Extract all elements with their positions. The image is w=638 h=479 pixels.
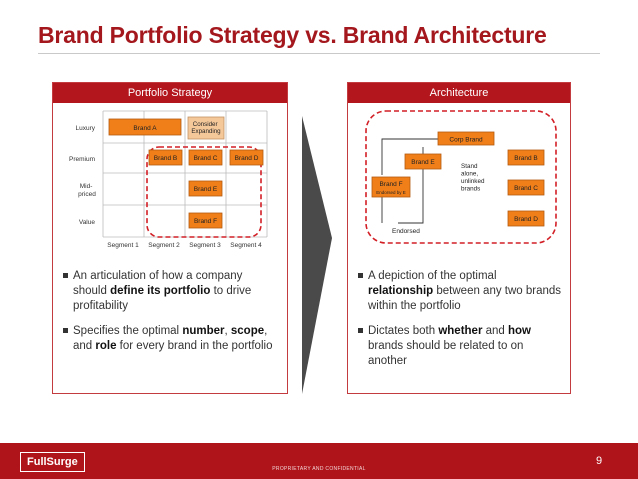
bullet-text: Specifies the optimal <box>73 325 183 337</box>
portfolio-strategy-panel: Portfolio Strategy Luxury Premium Mid- <box>52 82 288 394</box>
bullet-bold-text: define its portfolio <box>110 285 211 297</box>
bullet-text: , and <box>73 325 268 352</box>
bullet-text: brands should be related to on another <box>368 340 524 367</box>
bullet-text: to drive profitability <box>73 285 252 312</box>
portfolio-bullet-2: Specifies the optimal number, scope, and… <box>63 324 279 354</box>
bullet-square-icon <box>358 328 363 333</box>
architecture-svg: Corp Brand Brand E Brand F Endorsed by E… <box>365 110 557 244</box>
bullet-text: An articulation of how a company should <box>73 270 243 297</box>
architecture-bullet-2: Dictates both whether and how brands sho… <box>358 324 562 369</box>
bullet-square-icon <box>63 273 68 278</box>
architecture-connectors <box>381 138 438 224</box>
brand-d-label: Brand D <box>235 155 259 162</box>
brand-b-box <box>148 149 183 166</box>
bullet-text: A depiction of the optimal <box>368 270 497 282</box>
stand-alone-label: Stand alone, unlinked brands <box>461 163 486 193</box>
bullet-text: and <box>482 325 508 337</box>
title-divider <box>38 53 600 54</box>
bullet-square-icon <box>358 273 363 278</box>
col-label-segment-1: Segment 1 <box>107 242 139 249</box>
confidential-note: PROPRIETARY AND CONFIDENTIAL <box>272 466 366 472</box>
arch-brand-e-box <box>404 153 442 170</box>
row-label-premium: Premium <box>69 156 95 163</box>
bullet-bold-text: scope <box>230 325 265 337</box>
arch-brand-b-label: Brand B <box>514 155 538 162</box>
row-label-luxury: Luxury <box>75 125 95 132</box>
arch-brand-d-box <box>507 210 545 227</box>
portfolio-grid-svg: Luxury Premium Mid- priced Value Segment… <box>69 110 268 249</box>
page-title: Brand Portfolio Strategy vs. Brand Archi… <box>38 22 547 48</box>
bullet-text: Dictates both <box>368 325 439 337</box>
stand-alone-line1: Stand <box>461 163 478 170</box>
architecture-outline <box>365 110 557 244</box>
brand-c-label: Brand C <box>194 155 218 162</box>
portfolio-strategy-header: Portfolio Strategy <box>53 83 287 103</box>
brand-f-box <box>188 212 223 229</box>
arch-brand-b-box <box>507 149 545 166</box>
portfolio-grid-figure: Luxury Premium Mid- priced Value Segment… <box>53 103 287 253</box>
brand-c-box <box>188 149 223 166</box>
brand-a-label: Brand A <box>133 125 157 132</box>
architecture-figure: Corp Brand Brand E Brand F Endorsed by E… <box>348 103 570 253</box>
brand-a-box <box>108 118 182 136</box>
portfolio-bullets: An articulation of how a company should … <box>63 269 279 364</box>
architecture-panel: Architecture Corp Brand Brand E Brand F … <box>347 82 571 394</box>
chevron-right-icon <box>302 116 332 394</box>
footer-bar <box>0 443 638 479</box>
portfolio-bullet-1: An articulation of how a company should … <box>63 269 279 314</box>
endorsed-by-e-label: Endorsed by E <box>376 190 406 195</box>
row-label-mid-priced: Mid- priced <box>78 183 96 198</box>
architecture-bullets: A depiction of the optimal relationship … <box>358 269 562 379</box>
fullsurge-logo: FullSurge <box>20 452 85 472</box>
stand-alone-line2: alone, <box>461 171 478 178</box>
consider-expanding-box <box>187 116 225 140</box>
corp-brand-box <box>437 131 495 146</box>
arch-brand-e-label: Brand E <box>411 159 435 166</box>
bullet-bold-text: relationship <box>368 285 434 297</box>
bullet-bold-text: number <box>182 325 225 337</box>
bullet-square-icon <box>63 328 68 333</box>
consider-line2: Expanding <box>191 128 221 135</box>
col-label-segment-2: Segment 2 <box>148 242 180 249</box>
bullet-bold-text: role <box>95 340 117 352</box>
consider-expanding-label: Consider Expanding <box>191 121 221 135</box>
stand-alone-line3: unlinked <box>461 178 485 185</box>
arch-brand-c-box <box>507 179 545 196</box>
row-label-value: Value <box>79 219 96 226</box>
premium-highlight-outline <box>146 146 262 238</box>
col-label-segment-4: Segment 4 <box>230 242 262 249</box>
stand-alone-line4: brands <box>461 186 480 193</box>
arch-brand-c-label: Brand C <box>514 185 538 192</box>
bullet-bold-text: how <box>508 325 531 337</box>
bullet-bold-text: whether <box>438 325 483 337</box>
row-label-mid-line1: Mid- <box>80 183 93 190</box>
brand-e-label: Brand E <box>194 186 218 193</box>
corp-brand-label: Corp Brand <box>449 137 483 144</box>
endorsed-label: Endorsed <box>392 228 420 235</box>
arch-brand-f-label: Brand F <box>379 181 402 188</box>
bullet-text: between any two brands within the portfo… <box>368 285 562 312</box>
architecture-header: Architecture <box>348 83 570 103</box>
bullet-text: for every brand in the portfolio <box>116 340 273 352</box>
page-number: 9 <box>596 455 603 467</box>
brand-f-label: Brand F <box>194 218 217 225</box>
bullet-text: , <box>224 325 231 337</box>
brand-e-box <box>188 180 223 197</box>
col-label-segment-3: Segment 3 <box>189 242 221 249</box>
arch-brand-f-box <box>371 176 411 198</box>
consider-line1: Consider <box>193 121 218 128</box>
brand-b-label: Brand B <box>154 155 178 162</box>
arch-brand-d-label: Brand D <box>514 216 538 223</box>
brand-d-box <box>229 149 264 166</box>
row-label-mid-line2: priced <box>78 191 96 198</box>
architecture-bullet-1: A depiction of the optimal relationship … <box>358 269 562 314</box>
